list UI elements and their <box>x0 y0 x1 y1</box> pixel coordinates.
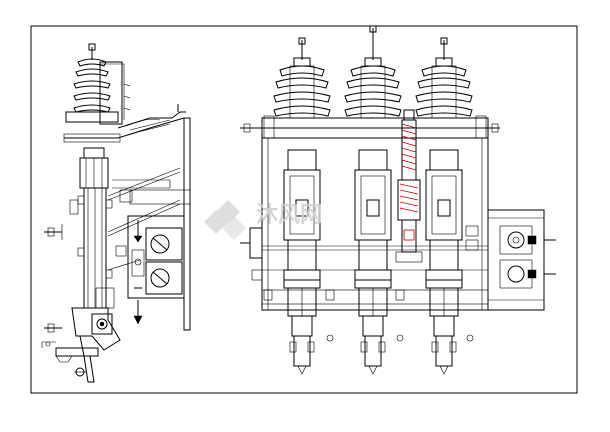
side-insulator <box>65 43 131 125</box>
pole-phase-b <box>354 149 392 375</box>
side-linkage <box>107 167 191 271</box>
insulator-phase-c <box>415 37 473 119</box>
insulator-phase-b <box>344 25 402 119</box>
side-contact-rod <box>77 147 113 309</box>
pole-phase-a <box>283 149 321 375</box>
side-bottom-mechanism <box>41 287 121 383</box>
watermark: 沐风网 <box>204 200 322 240</box>
diamond-logo-icon <box>204 200 246 240</box>
front-view <box>240 25 556 375</box>
spring-assembly <box>395 109 423 263</box>
side-arm <box>63 104 191 331</box>
side-view <box>41 43 191 383</box>
front-top-frame <box>240 115 500 139</box>
pole-phase-c <box>425 149 463 375</box>
insulator-phase-a <box>273 37 331 119</box>
front-crossbar <box>240 225 488 342</box>
side-left-bolts <box>44 199 79 333</box>
front-right-mechanism <box>487 209 556 311</box>
side-mechanism-panel <box>115 215 185 325</box>
watermark-text: 沐风网 <box>256 203 322 228</box>
drawing-frame <box>30 25 578 394</box>
